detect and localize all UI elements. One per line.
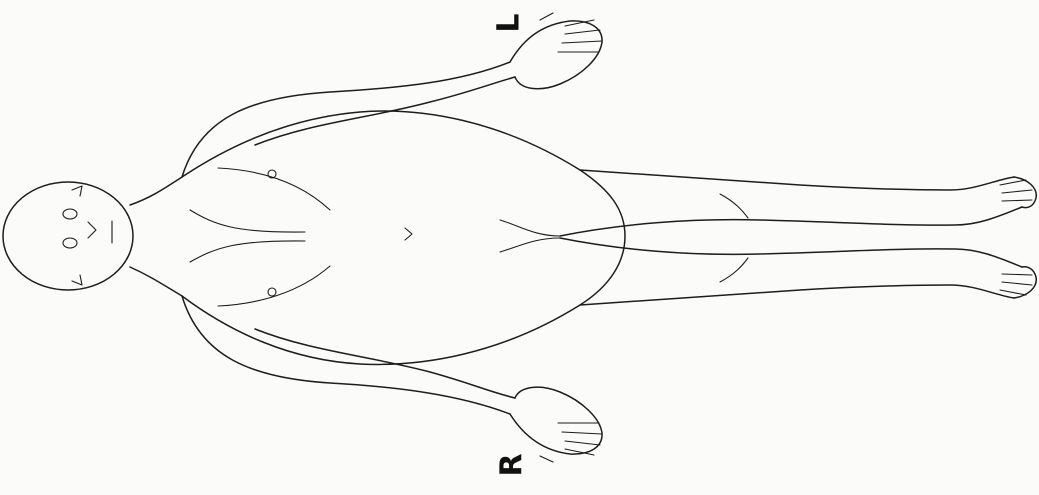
left-side-label: L: [495, 13, 525, 32]
groin-line-lower: [500, 238, 560, 252]
right-nipple: [268, 288, 276, 296]
right-pectoral-line: [218, 266, 330, 306]
left-fingers: [540, 13, 602, 52]
left-knee-line: [720, 194, 748, 218]
left-ear: [72, 186, 82, 196]
right-side-label: R: [498, 453, 528, 476]
left-eye: [63, 209, 77, 219]
right-fingers: [540, 423, 602, 462]
right-leg-top-outline: [560, 238, 1022, 267]
left-pectoral-line: [218, 168, 330, 210]
sternum-line-lower: [190, 241, 305, 262]
left-leg-top-outline: [580, 170, 1014, 190]
left-leg-bottom-outline: [560, 207, 1022, 236]
head-outline: [3, 182, 133, 290]
right-toes: [1000, 274, 1032, 295]
right-knee-line: [720, 258, 748, 282]
right-eye: [63, 238, 77, 248]
left-toes: [1000, 180, 1032, 201]
right-leg-bottom-outline: [580, 285, 1014, 305]
nose: [88, 222, 96, 238]
neck-top-line: [130, 177, 182, 205]
sternum-line: [190, 210, 305, 232]
navel: [405, 228, 412, 240]
right-ear: [72, 275, 82, 285]
groin-line-upper: [500, 220, 560, 236]
neck-bottom-line: [130, 267, 182, 296]
